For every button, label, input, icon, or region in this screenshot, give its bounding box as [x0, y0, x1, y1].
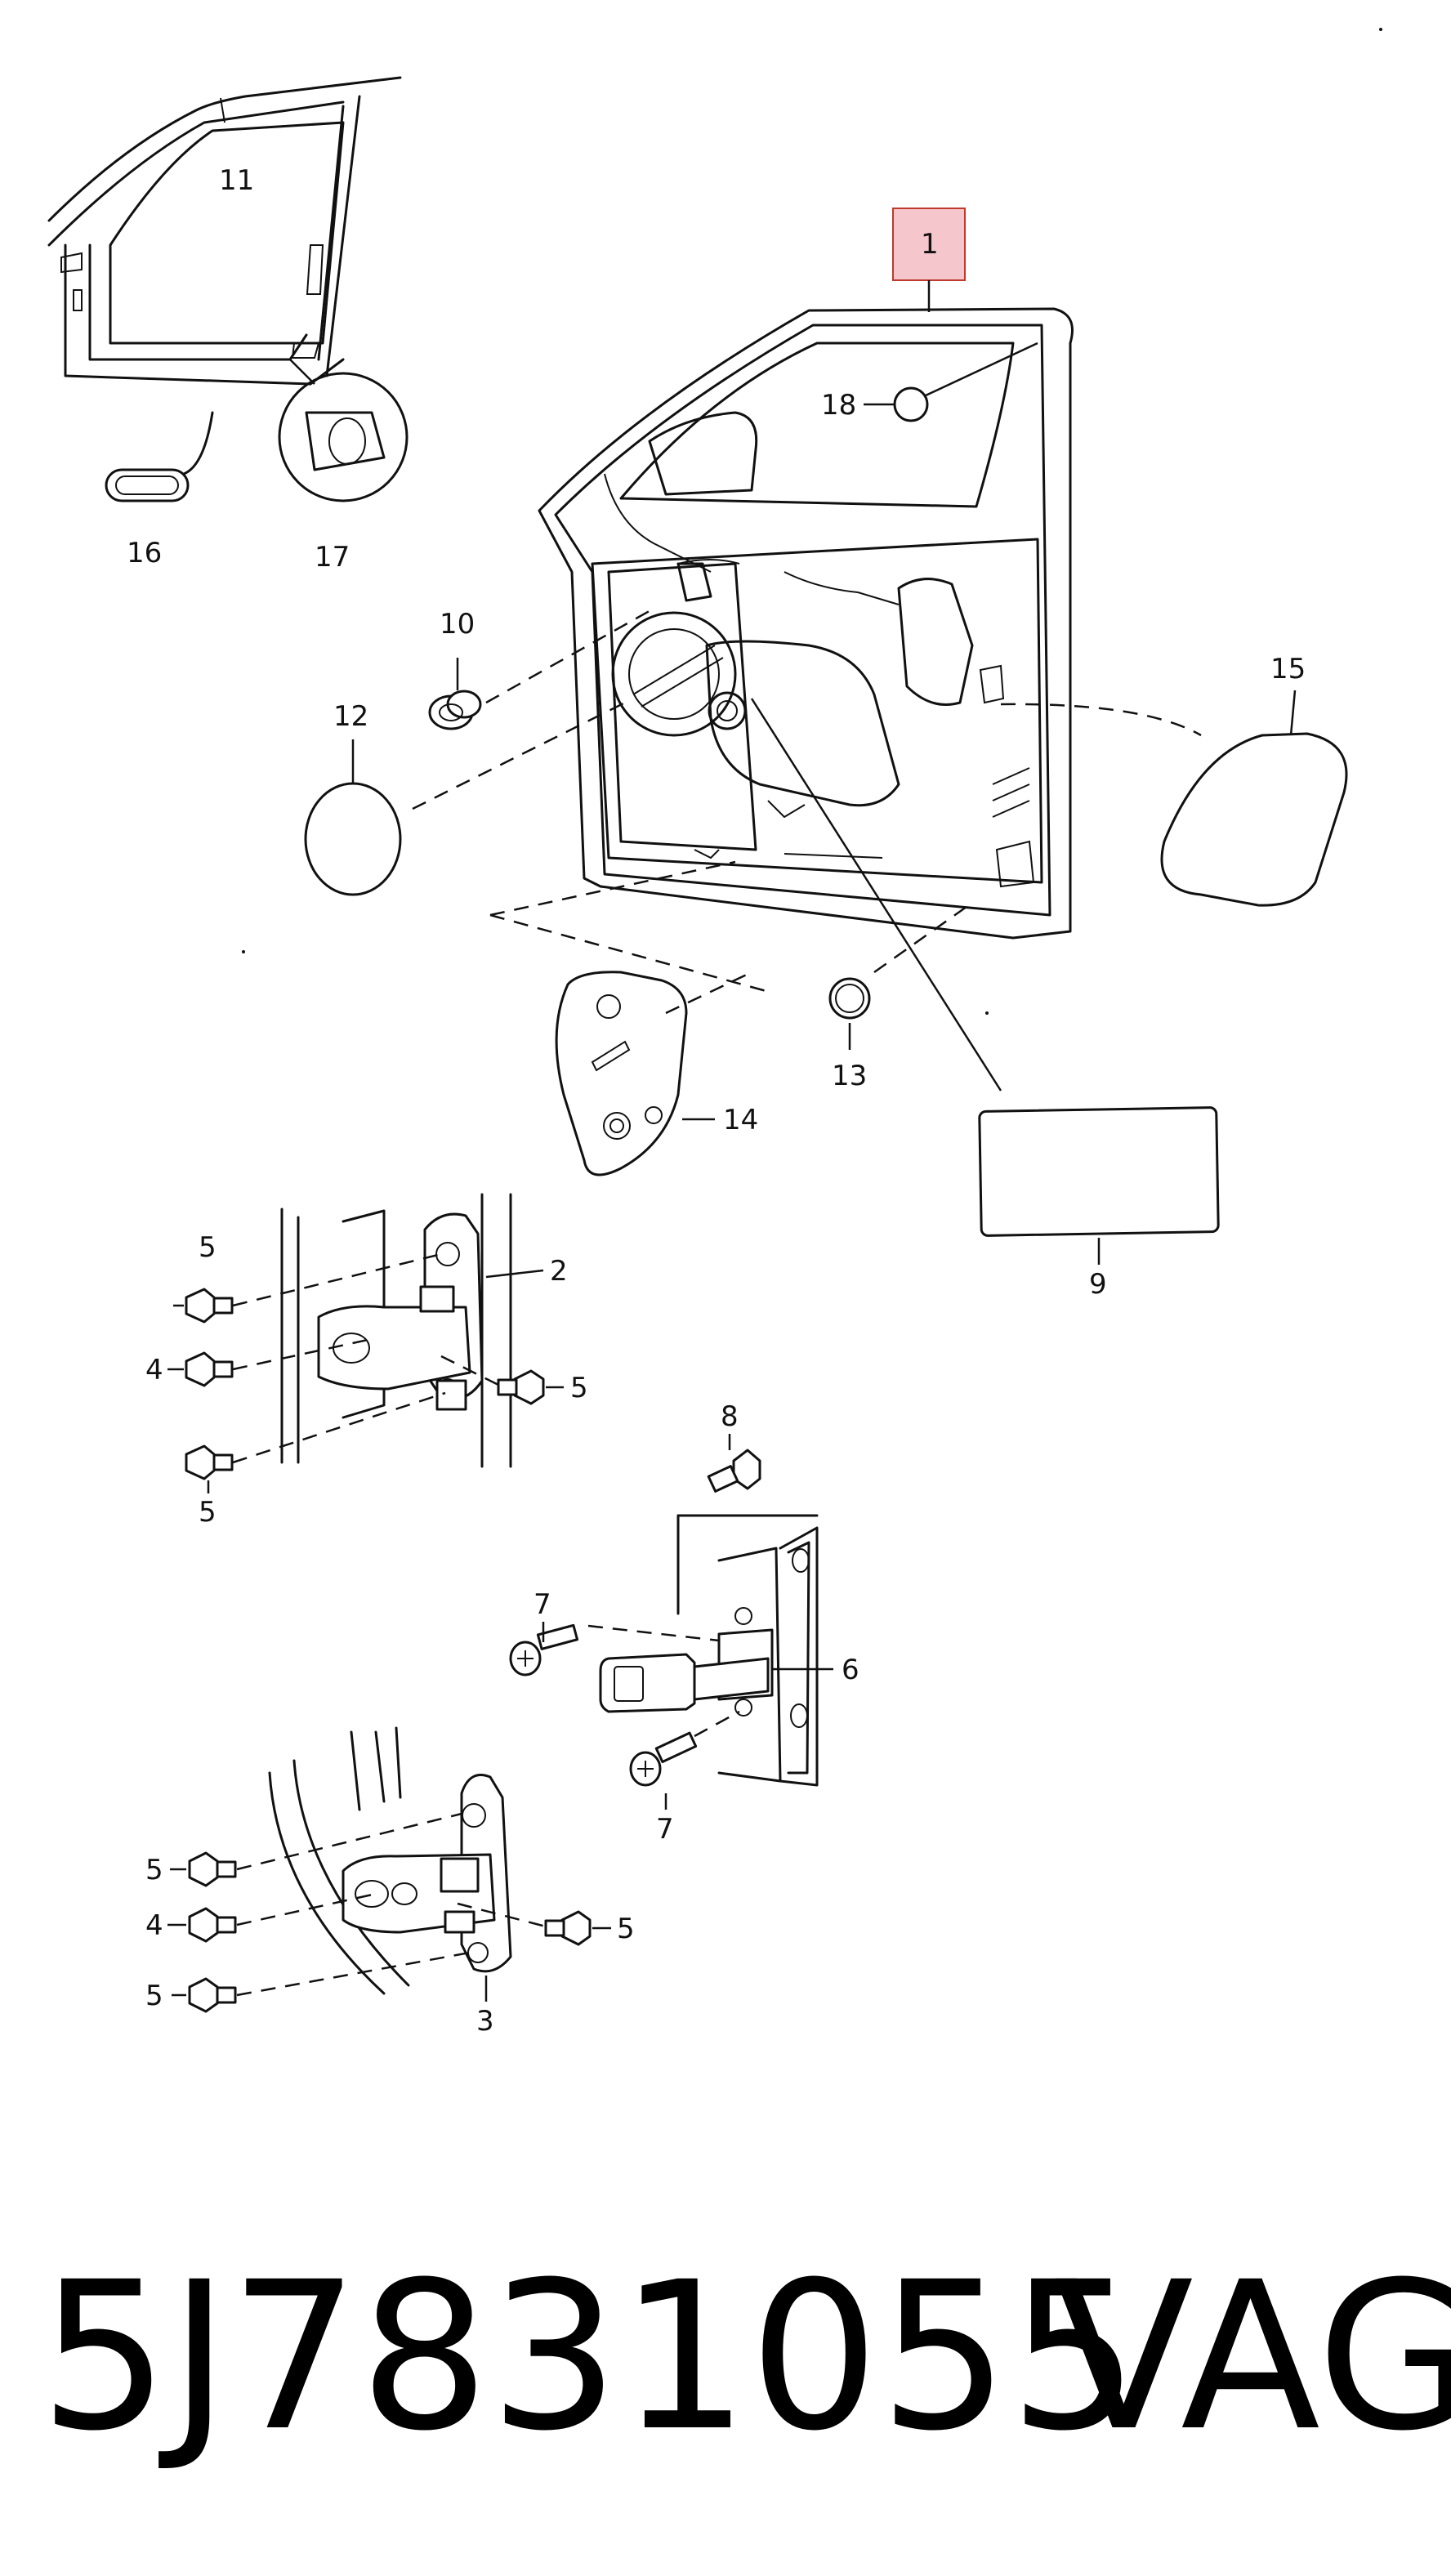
hinge-bolt-upper-bottom [185, 1391, 446, 1493]
callout-5-upper-top: 5 [199, 1231, 217, 1264]
callout-15: 15 [1270, 653, 1306, 685]
callout-18: 18 [821, 389, 856, 422]
callout-9: 9 [1089, 1268, 1107, 1301]
callout-4-lower: 4 [145, 1909, 163, 1942]
door-check-strap [599, 1514, 833, 1787]
callout-14: 14 [723, 1104, 758, 1136]
callout-6: 6 [842, 1654, 859, 1686]
front-door-shell [538, 307, 1074, 940]
hinge-bolt-lower-bottom [172, 1951, 471, 2013]
body-side-frame [47, 76, 402, 386]
callout-4-upper: 4 [145, 1354, 163, 1386]
callout-2: 2 [550, 1255, 568, 1288]
lower-door-hinge [268, 1726, 512, 2002]
callout-13: 13 [832, 1060, 867, 1092]
callout-11: 11 [219, 164, 254, 197]
hinge-bolt-lower-right [457, 1902, 611, 1946]
upper-door-hinge [280, 1193, 544, 1468]
round-plug-part [864, 342, 1038, 422]
round-cap-part [304, 701, 626, 896]
check-strap-bolt-top [707, 1434, 761, 1493]
callout-3: 3 [476, 2005, 494, 2038]
hinge-bolt-upper-mid [167, 1338, 368, 1387]
callout-16: 16 [127, 537, 162, 569]
hinge-bolt-lower-mid [167, 1892, 377, 1943]
callout-1-highlight [892, 208, 966, 281]
callout-17: 17 [315, 541, 350, 574]
insulation-panel-part [489, 860, 773, 1176]
callout-7-upper: 7 [534, 1588, 551, 1621]
grommet-clip-part [428, 607, 654, 730]
brand-text: VAG [1054, 2238, 1451, 2476]
check-strap-screw-upper [509, 1622, 720, 1676]
part-number-text: 5J7831055 [39, 2238, 1140, 2476]
hinge-bolt-lower-top [170, 1812, 462, 1887]
hinge-bolt-upper-right [440, 1355, 564, 1405]
callout-10: 10 [440, 608, 475, 641]
callout-5-lower-bottom: 5 [145, 1980, 163, 2012]
oval-grommet-part [105, 411, 214, 502]
callout-1: 1 [921, 228, 939, 261]
callout-8: 8 [721, 1400, 739, 1433]
oval-cover-part [1000, 690, 1348, 907]
hinge-bolt-upper-top [173, 1252, 442, 1324]
callout-5-lower-top: 5 [145, 1854, 163, 1886]
callout-5-lower-right: 5 [617, 1913, 635, 1945]
callout-12: 12 [333, 700, 368, 733]
detail-circle-grommet [278, 359, 409, 502]
callout-5-upper-bottom: 5 [199, 1496, 217, 1529]
check-strap-screw-lower [629, 1710, 740, 1810]
ring-seal-part [828, 901, 973, 1050]
sealing-sheet-part [750, 698, 1220, 1265]
callout-7-lower: 7 [656, 1813, 674, 1846]
callout-5-upper-right: 5 [570, 1372, 588, 1404]
